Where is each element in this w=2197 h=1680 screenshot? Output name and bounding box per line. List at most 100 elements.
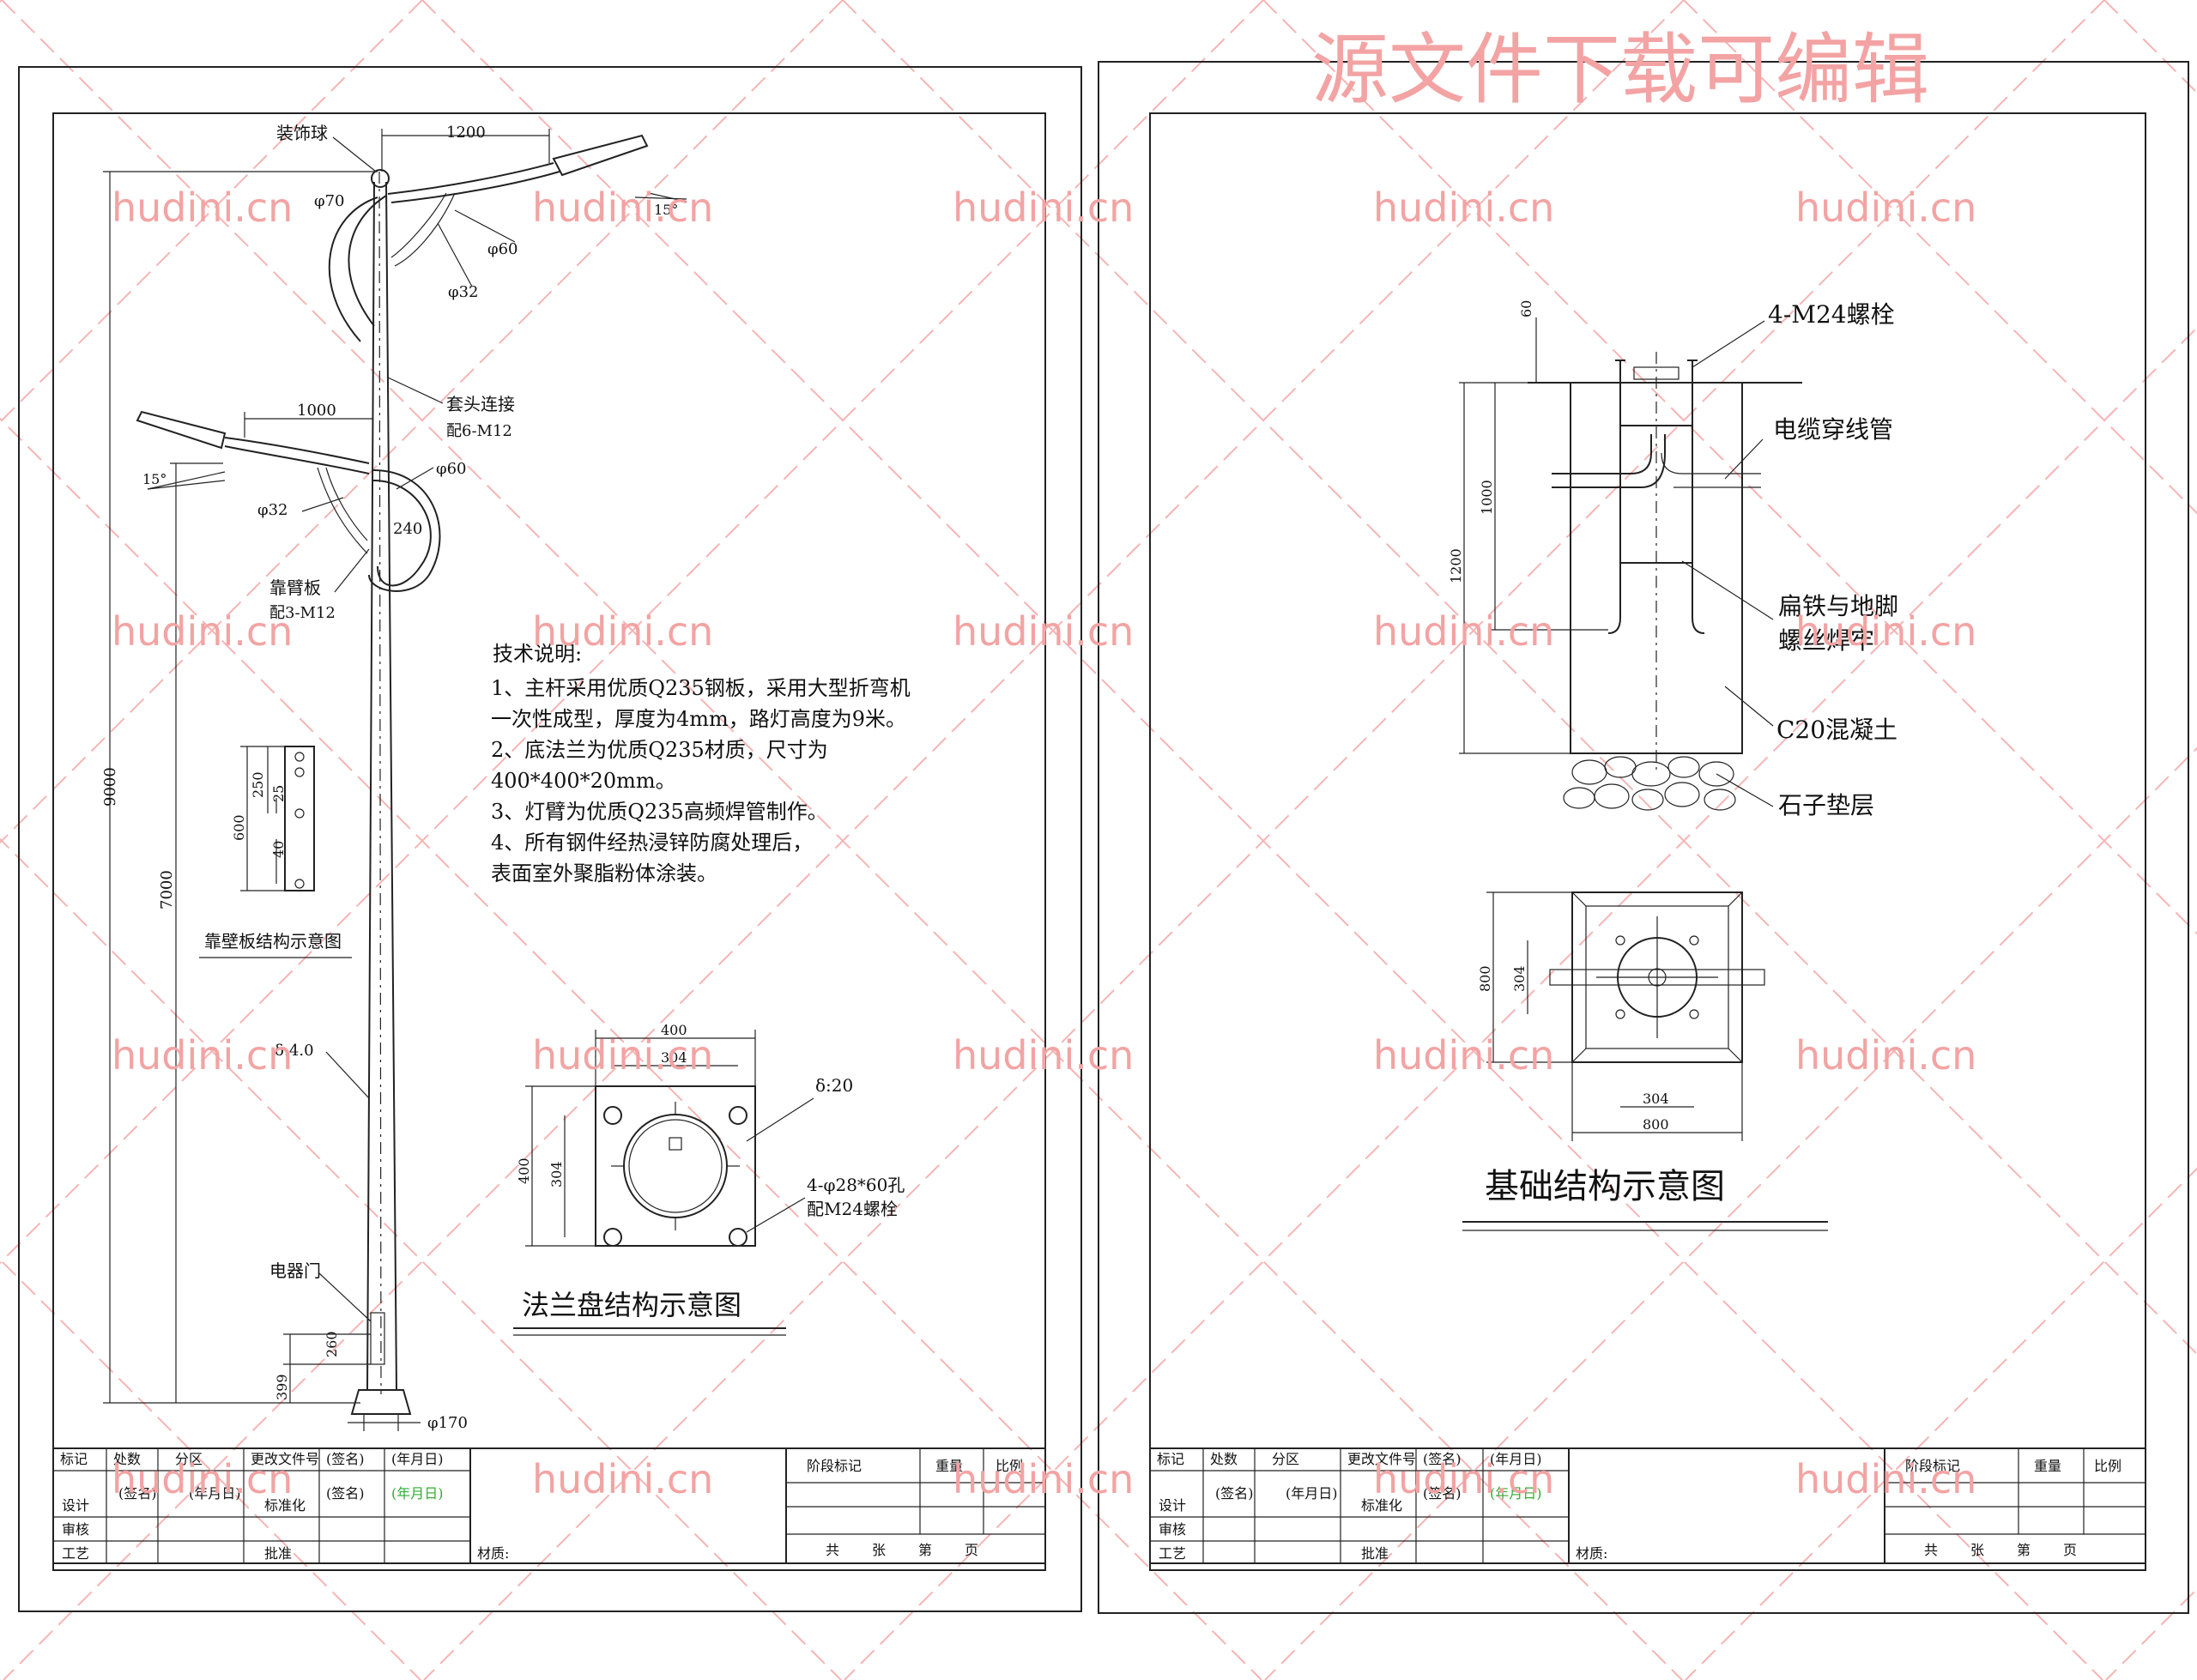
tb-l-zone: 分区 xyxy=(175,1451,203,1467)
tb-r-date-b: (年月日) xyxy=(1490,1485,1542,1502)
tb-r-sign: (签名) xyxy=(1423,1451,1462,1467)
label-sleeve: 套头连接 xyxy=(446,394,515,414)
tb-l-total: 共 xyxy=(826,1542,839,1558)
plan-d304-v: 304 xyxy=(1511,965,1528,992)
fd-flat-iron-2: 螺丝焊牢 xyxy=(1778,626,1874,655)
technical-notes: 技术说明: 1、主杆采用优质Q235钢板，采用大型折弯机 一次性成型，厚度为4m… xyxy=(491,642,911,885)
tb-r-mark: 标记 xyxy=(1157,1451,1184,1467)
notes-line-6: 4、所有钢件经热浸锌防腐处理后， xyxy=(491,831,813,855)
right-sheet: 60 1000 1200 4-M24螺栓 电缆穿线管 扁铁与地脚 螺丝焊牢 C2… xyxy=(1098,61,2189,1614)
watermark-line xyxy=(2103,0,2197,94)
label-angle-top: 15° xyxy=(654,202,678,218)
lamp-head-top xyxy=(552,134,649,177)
watermark-site: hudini.cn xyxy=(1373,1456,1554,1502)
tb-r-change: 更改文件号 xyxy=(1347,1451,1416,1467)
fd-concrete: C20混凝土 xyxy=(1776,716,1897,744)
tb-r-zhang: 张 xyxy=(1970,1542,1984,1558)
watermark-site: hudini.cn xyxy=(953,1456,1134,1502)
label-door-h: 260 xyxy=(324,1331,340,1357)
tb-l-zhang: 张 xyxy=(872,1542,886,1558)
label-door: 电器门 xyxy=(269,1260,321,1281)
plate-d250: 250 xyxy=(250,771,266,798)
label-h9000: 9000 xyxy=(101,767,119,807)
tb-r-zone: 分区 xyxy=(1272,1451,1299,1467)
wall-plate-detail: 250 25 600 40 靠壁板结构示意图 xyxy=(199,746,352,958)
tb-r-date: (年月日) xyxy=(1490,1451,1542,1467)
tb-l-date-a: (年月日) xyxy=(189,1485,241,1502)
watermark-line xyxy=(0,417,1262,1680)
left-outer-border xyxy=(18,66,1082,1612)
tb-l-stage: 阶段标记 xyxy=(807,1458,862,1474)
upper-lamp-arm xyxy=(328,134,687,342)
watermark-site: hudini.cn xyxy=(112,1032,293,1079)
pole-dimensions xyxy=(103,129,550,1423)
tb-l-date: (年月日) xyxy=(391,1451,444,1467)
flange-h304: 304 xyxy=(548,1161,565,1187)
watermark-text: 源文件下载可编辑 hudini.cn hudini.cn hudini.cn hudi… xyxy=(112,25,1976,1502)
tb-l-sign-b: (签名) xyxy=(326,1485,365,1502)
notes-line-7: 表面室外聚脂粉体涂装。 xyxy=(491,861,717,885)
tb-r-review: 审核 xyxy=(1159,1521,1186,1538)
fd-d60: 60 xyxy=(1518,300,1534,317)
watermark-site: hudini.cn xyxy=(1795,608,1976,655)
right-outer-border xyxy=(1098,61,2189,1614)
tb-r-di: 第 xyxy=(2017,1542,2031,1558)
tb-r-craft: 工艺 xyxy=(1159,1545,1186,1562)
foundation-plan: 800 304 304 800 基础结构示意图 xyxy=(1462,891,1828,1231)
notes-line-1: 1、主杆采用优质Q235钢板，采用大型折弯机 xyxy=(491,676,911,700)
label-d32-top: φ32 xyxy=(448,283,479,301)
tb-r-total: 共 xyxy=(1924,1542,1938,1558)
watermark-line xyxy=(844,326,2197,1680)
watermark-line xyxy=(0,0,844,844)
label-d60-low: φ60 xyxy=(436,460,467,478)
watermark-site: hudini.cn xyxy=(1373,184,1554,231)
tb-l-count: 处数 xyxy=(113,1451,141,1467)
pole-base xyxy=(350,1389,412,1415)
right-inner-border xyxy=(1149,112,2146,1571)
tb-r-sign-a: (签名) xyxy=(1215,1485,1254,1502)
tb-l-std: 标准化 xyxy=(264,1497,306,1514)
watermark-banner: 源文件下载可编辑 xyxy=(1311,25,1929,115)
tb-r-approve: 批准 xyxy=(1361,1545,1389,1562)
tb-l-change: 更改文件号 xyxy=(251,1451,319,1467)
tb-l-design: 设计 xyxy=(62,1497,89,1514)
decorative-ball xyxy=(371,169,390,188)
notes-line-2: 一次性成型，厚度为4mm，路灯高度为9米。 xyxy=(491,707,906,731)
watermark-site: hudini.cn xyxy=(1373,608,1554,655)
fd-bolts: 4-M24螺栓 xyxy=(1768,300,1895,329)
label-arm-low-len: 1000 xyxy=(297,402,336,420)
fd-flat-iron-1: 扁铁与地脚 xyxy=(1778,592,1898,620)
label-plate-bolt: 配3-M12 xyxy=(269,604,336,622)
plate-d600: 600 xyxy=(231,814,247,841)
watermark-line xyxy=(0,0,1264,1265)
flange-h400: 400 xyxy=(516,1157,532,1184)
watermark-line xyxy=(423,0,2105,1680)
watermark-site: hudini.cn xyxy=(112,1456,293,1502)
watermark-site: hudini.cn xyxy=(532,608,713,655)
tb-l-approve: 批准 xyxy=(264,1545,292,1562)
watermark-site: hudini.cn xyxy=(112,608,293,655)
tb-l-ye: 页 xyxy=(965,1542,978,1558)
label-plate: 靠臂板 xyxy=(269,577,321,598)
plate-d25: 25 xyxy=(270,785,287,802)
flange-bolts: 配M24螺栓 xyxy=(807,1199,898,1219)
watermark-line xyxy=(1685,1167,2197,1680)
gravel-layer xyxy=(1563,756,1736,811)
notes-title: 技术说明: xyxy=(493,642,582,666)
label-ball: 装饰球 xyxy=(276,123,328,143)
watermark-line xyxy=(3,0,1685,1680)
flange-w400: 400 xyxy=(661,1022,687,1038)
left-inner-border xyxy=(52,112,1046,1571)
flange-w304: 304 xyxy=(661,1049,687,1066)
tb-l-di: 第 xyxy=(918,1542,932,1558)
plan-d800-v: 800 xyxy=(1477,965,1493,992)
notes-line-4: 400*400*20mm。 xyxy=(491,769,676,793)
fd-cable: 电缆穿线管 xyxy=(1773,415,1893,444)
tb-r-weight: 重量 xyxy=(2034,1458,2061,1474)
label-h7000: 7000 xyxy=(158,870,176,909)
tb-r-scale: 比例 xyxy=(2094,1458,2121,1474)
foundation-section: 60 1000 1200 4-M24螺栓 电缆穿线管 扁铁与地脚 螺丝焊牢 C2… xyxy=(1448,300,1898,819)
label-d60-top: φ60 xyxy=(487,240,518,258)
